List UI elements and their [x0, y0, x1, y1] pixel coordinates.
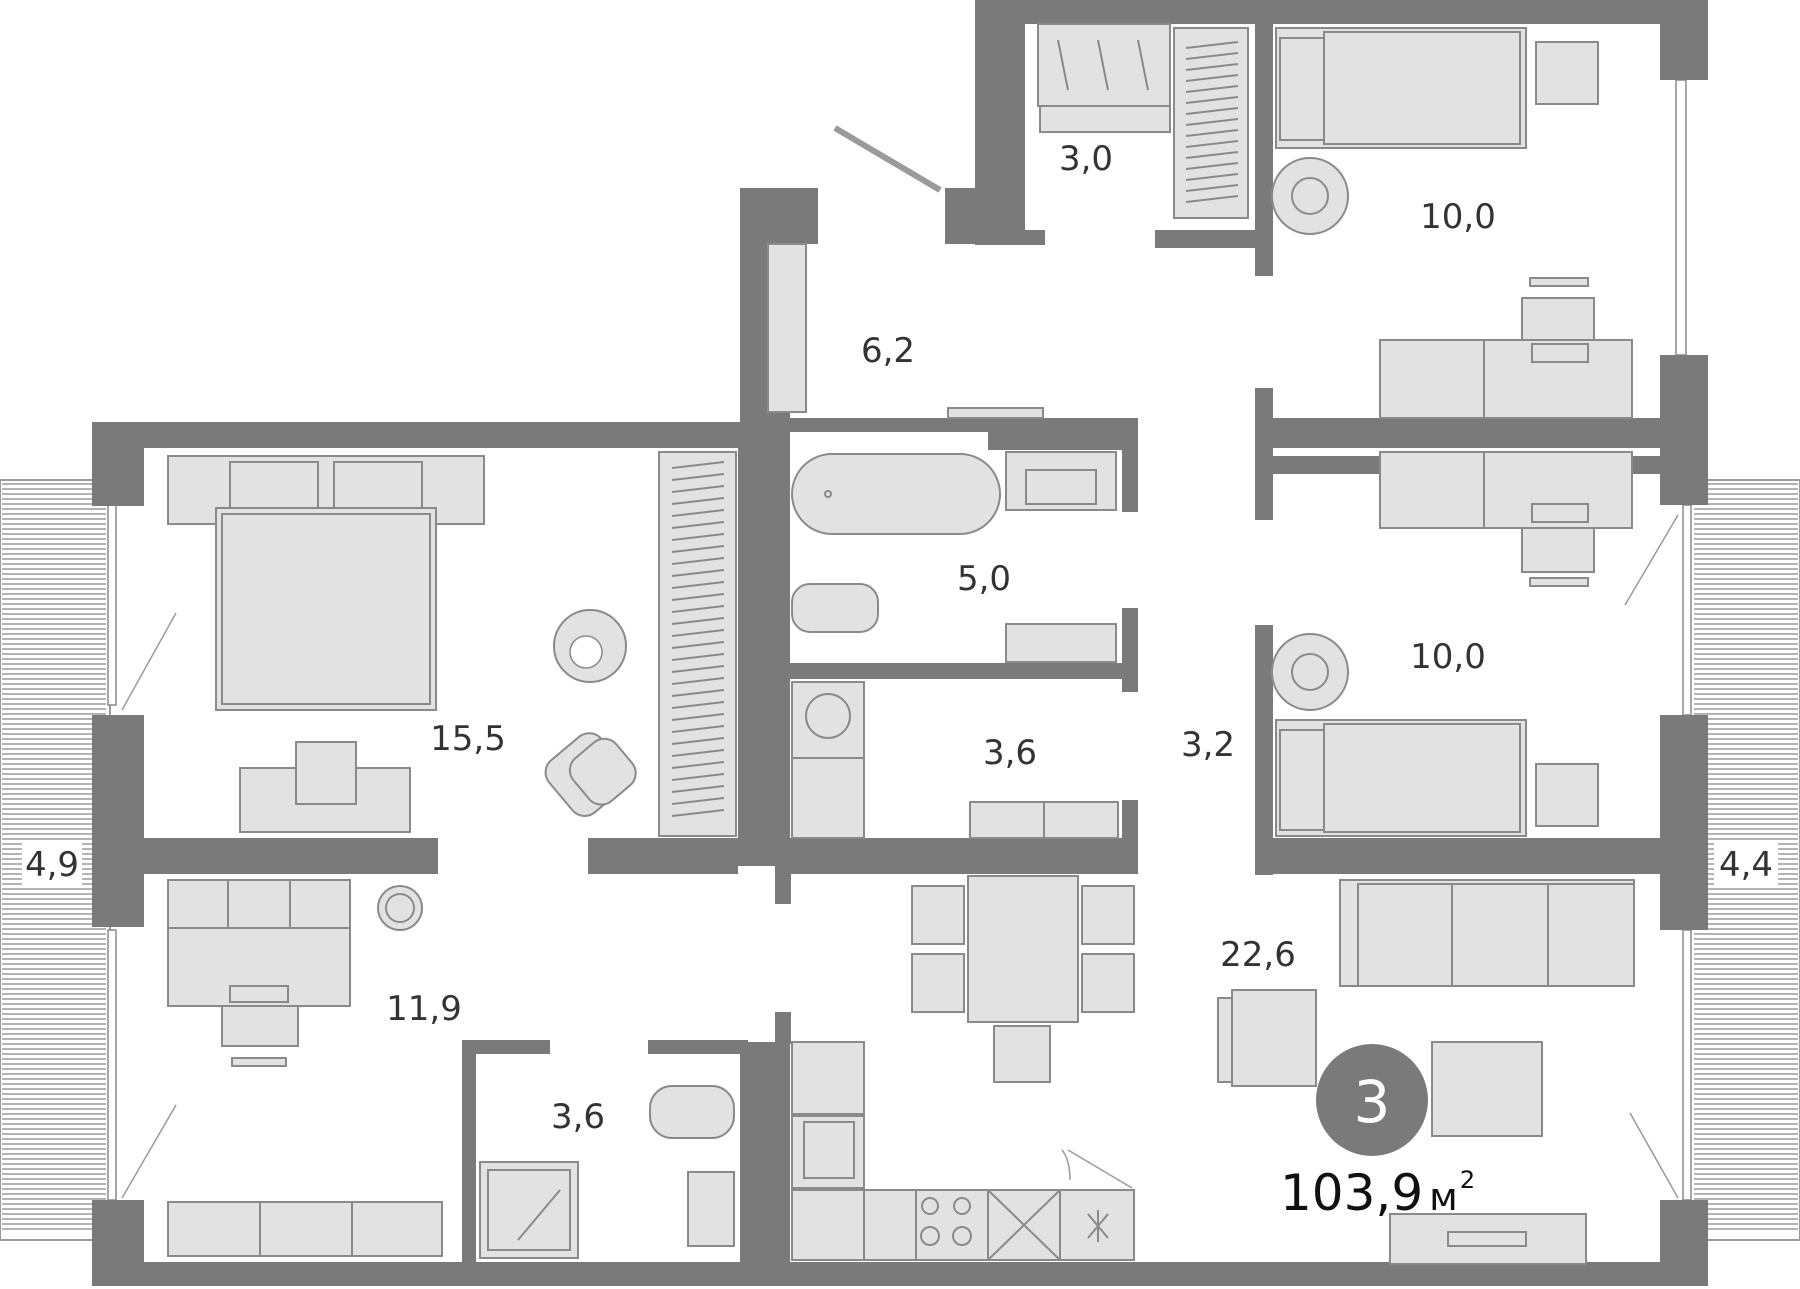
balcony-left [0, 479, 111, 1241]
total-area-unit: м [1429, 1175, 1458, 1219]
rooms-count-badge [1316, 1044, 1428, 1156]
decor-line [671, 713, 725, 721]
decor-line [1185, 96, 1239, 104]
area-master-bedroom: 15,5 [430, 719, 506, 759]
decor-line [671, 785, 725, 793]
area-storage: 3,0 [1059, 139, 1113, 179]
decor-line [671, 629, 725, 637]
decor-line [1185, 162, 1239, 170]
decor-line [671, 593, 725, 601]
decor-line [671, 665, 725, 673]
decor-line [671, 497, 725, 505]
decor-line [1057, 39, 1069, 91]
decor-line [1185, 52, 1239, 60]
decor-line [671, 473, 725, 481]
total-area-unit-sup: 2 [1460, 1166, 1475, 1194]
decor-line [1185, 74, 1239, 82]
decor-line [671, 617, 725, 625]
door-swings [121, 125, 1679, 1199]
area-bathroom: 5,0 [957, 559, 1011, 599]
decor-line [671, 797, 725, 805]
area-living-kitchen: 22,6 [1220, 935, 1296, 975]
decor-line [671, 737, 725, 745]
decor-line [671, 725, 725, 733]
office-furniture [167, 879, 443, 1257]
decor-line [671, 557, 725, 565]
balcony-right [1689, 479, 1800, 1241]
decor-line [671, 581, 725, 589]
decor-line [671, 533, 725, 541]
area-balcony-left: 4,9 [25, 845, 79, 885]
decor-line [671, 485, 725, 493]
decor-line [1185, 140, 1239, 148]
decor-line [1185, 118, 1239, 126]
area-bedroom-top-right: 10,0 [1420, 197, 1496, 237]
decor-line [1185, 173, 1239, 181]
area-bedroom-right: 10,0 [1410, 637, 1486, 677]
decor-line [1097, 39, 1109, 91]
decor-line [671, 521, 725, 529]
decor-line [671, 701, 725, 709]
decor-line [1185, 85, 1239, 93]
decor-line [671, 761, 725, 769]
laundry-fixtures [791, 681, 1119, 839]
rooms-count: 3 [1354, 1068, 1391, 1136]
decor-line [671, 461, 725, 469]
decor-line [671, 749, 725, 757]
decor-line [671, 509, 725, 517]
decor-line [1185, 184, 1239, 192]
decor-line [671, 641, 725, 649]
decor-line [1137, 39, 1149, 91]
decor-line [1185, 129, 1239, 137]
decor-line [671, 569, 725, 577]
living-kitchen-furniture [791, 875, 1635, 1265]
decor-line [671, 653, 725, 661]
decor-line [671, 773, 725, 781]
master-bedroom-furniture [167, 451, 737, 837]
shower-room-fixtures [479, 1085, 735, 1259]
total-area-value: 103,9 [1280, 1164, 1423, 1222]
decor-line [1185, 151, 1239, 159]
area-shower-room: 3,6 [551, 1097, 605, 1137]
decor-line [671, 545, 725, 553]
hallway-fixtures [767, 23, 1249, 413]
bathroom-fixtures [791, 407, 1117, 663]
area-balcony-right: 4,4 [1719, 845, 1773, 885]
walls [92, 0, 1708, 1286]
area-office: 11,9 [386, 989, 462, 1029]
decor-line [671, 809, 725, 817]
decor-line [671, 605, 725, 613]
area-corridor: 3,2 [1181, 725, 1235, 765]
decor-line [1185, 63, 1239, 71]
decor-line [1185, 107, 1239, 115]
area-laundry: 3,6 [983, 733, 1037, 773]
room-area-labels: 3,0 6,2 10,0 5,0 15,5 3,6 3,2 10,0 11,9 … [22, 139, 1778, 1137]
decor-line [671, 677, 725, 685]
decor-line [671, 689, 725, 697]
decor-line [1185, 195, 1239, 203]
decor-line [1185, 41, 1239, 49]
bedroom-top-right-furniture [1271, 27, 1633, 419]
area-hallway: 6,2 [861, 331, 915, 371]
bedroom-right-furniture [1271, 451, 1633, 837]
